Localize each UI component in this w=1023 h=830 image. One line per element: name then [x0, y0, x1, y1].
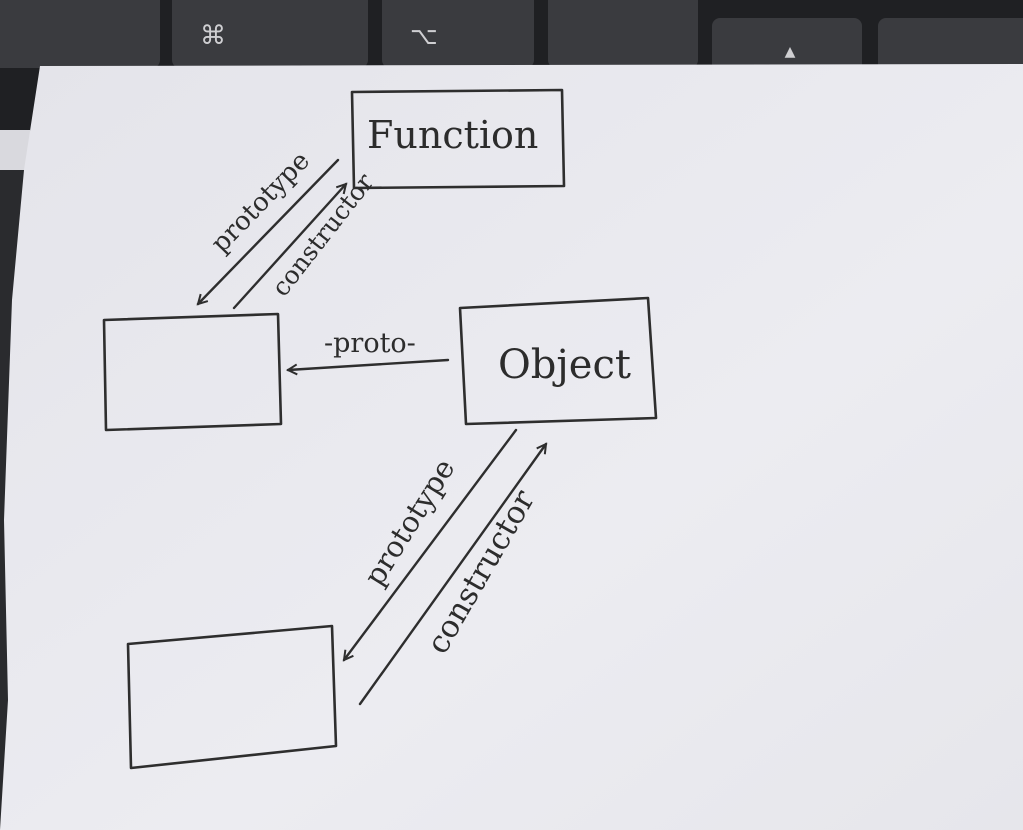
key-option	[382, 0, 534, 68]
function-node: Function	[350, 88, 566, 190]
key-blank-1	[0, 0, 160, 68]
key-blank-3	[878, 18, 1023, 78]
object-node: Object	[458, 296, 658, 426]
object-label: Object	[498, 342, 631, 388]
key-command	[172, 0, 368, 68]
edge-object-proto: -proto-	[288, 328, 450, 370]
object-prototype-node	[126, 624, 338, 770]
command-icon: ⌘	[200, 21, 226, 51]
function-label: Function	[367, 113, 538, 157]
arrow-up-icon: ▲	[785, 44, 796, 60]
function-prototype-node	[102, 312, 283, 432]
option-icon: ⌥	[410, 22, 438, 50]
key-arrow-up	[712, 18, 862, 78]
key-blank-2	[548, 0, 698, 68]
paper-sheet	[0, 64, 1023, 830]
edge-label-proto: -proto-	[324, 328, 416, 359]
